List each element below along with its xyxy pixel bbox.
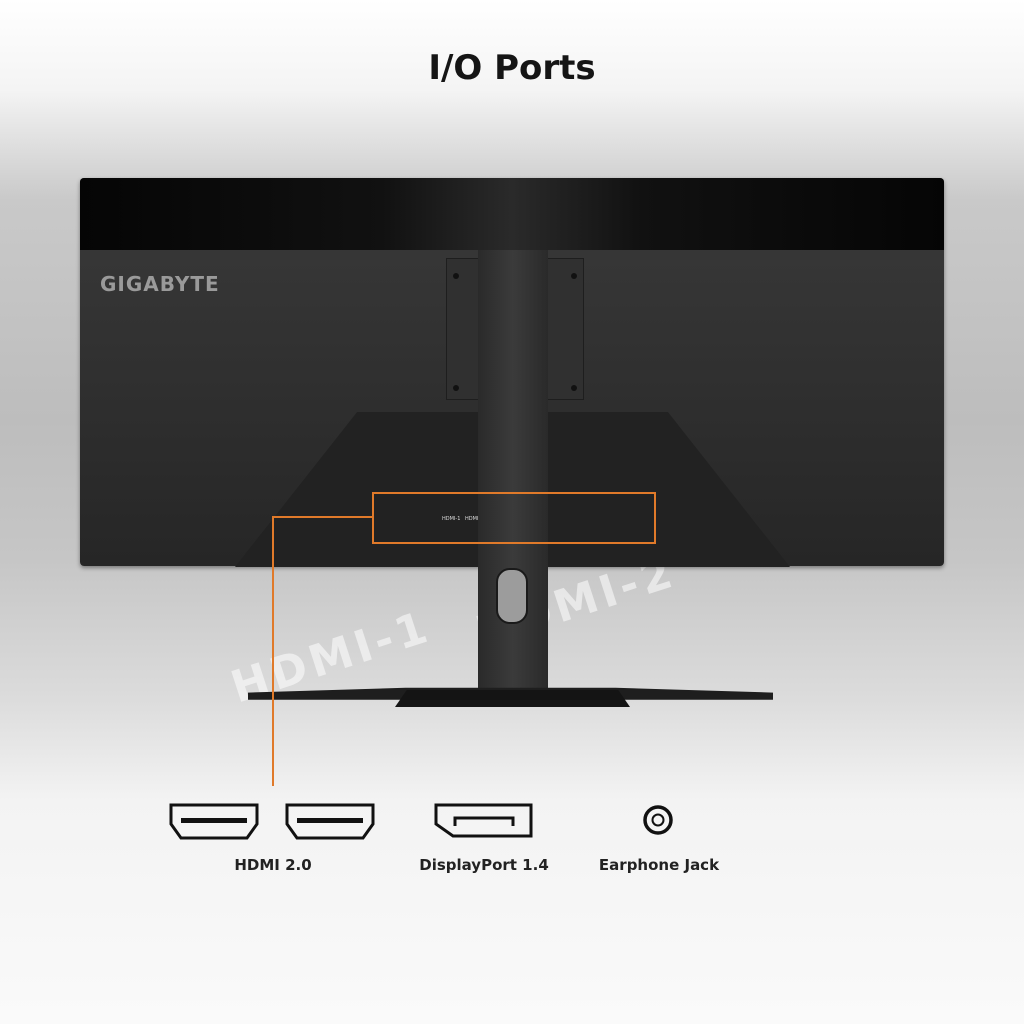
screw-icon (453, 273, 459, 279)
stand-base-center (395, 690, 630, 707)
cable-hole (496, 568, 528, 624)
displayport-icon (434, 803, 533, 838)
callout-line (272, 516, 274, 786)
callout-line (272, 516, 372, 518)
hdmi-icon (285, 803, 375, 840)
port-label-hdmi1: HDMI-1 (442, 516, 461, 522)
port-highlight-box (372, 492, 656, 544)
screw-icon (571, 273, 577, 279)
screw-icon (571, 385, 577, 391)
port-label-hdmi: HDMI 2.0 (234, 856, 312, 874)
brand-logo: GIGABYTE (100, 272, 220, 296)
port-label-displayport: DisplayPort 1.4 (419, 856, 549, 874)
page-title: I/O Ports (428, 48, 596, 88)
stand-neck (478, 250, 548, 690)
monitor-top-band (80, 178, 944, 250)
port-label-earphone: Earphone Jack (598, 856, 720, 874)
earphone-jack-icon (643, 805, 673, 835)
screw-icon (453, 385, 459, 391)
hdmi-icon (169, 803, 259, 840)
port-label-hdmi: HDMI (465, 516, 479, 522)
